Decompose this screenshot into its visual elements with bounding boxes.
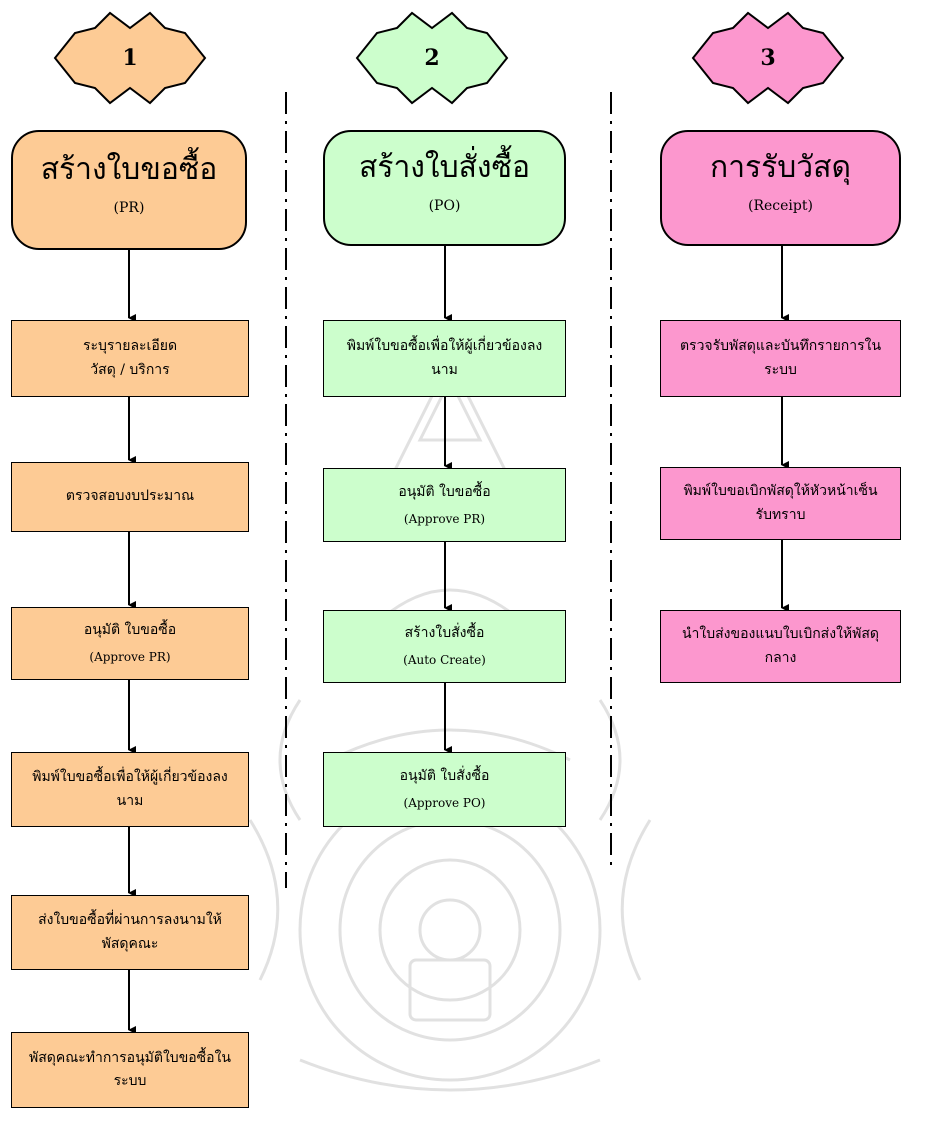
step-text: อนุมัติ ใบสั่งซื้อ [399, 768, 490, 785]
step-send-signed-pr: ส่งใบขอซื้อที่ผ่านการลงนามให้ พัสดุคณะ [11, 895, 249, 970]
step-text-line2: ระบบ [113, 1073, 147, 1089]
step-number-2: 2 [424, 45, 440, 71]
step-text: ระบุรายละเอียด [82, 338, 178, 355]
step-print-pr-for-signature: พิมพ์ใบขอซื้อเพื่อให้ผู้เกี่ยวข้องลง นาม [323, 320, 566, 397]
header-create-pr: สร้างใบขอซื้อ (PR) [11, 130, 247, 250]
step-text-line2: ระบบ [764, 361, 797, 378]
step-text: ส่งใบขอซื้อที่ผ่านการลงนามให้ [38, 912, 222, 929]
step-text: อนุมัติ ใบขอซื้อ [398, 483, 491, 500]
step-receive-and-record: ตรวจรับพัสดุและบันทึกรายการใน ระบบ [660, 320, 901, 397]
step-text: ตรวจรับพัสดุและบันทึกรายการใน [679, 338, 882, 355]
header-title: สร้างใบขอซื้อ [40, 151, 218, 187]
step-check-budget: ตรวจสอบงบประมาณ [11, 462, 249, 532]
step-text: พัสดุคณะทำการอนุมัติใบขอซื้อใน [28, 1049, 231, 1066]
step-approve-pr: อนุมัติ ใบขอซื้อ (Approve PR) [323, 468, 566, 542]
header-title: สร้างใบสั่งซื้อ [359, 149, 530, 185]
step-subtext: (Approve PR) [403, 511, 486, 526]
step-text: สร้างใบสั่งซื้อ [404, 625, 485, 642]
step-approve-po: อนุมัติ ใบสั่งซื้อ (Approve PO) [323, 752, 566, 827]
step-print-requisition: พิมพ์ใบขอเบิกพัสดุให้หัวหน้าเซ็น รับทราบ [660, 467, 901, 540]
step-text-line2: พัสดุคณะ [101, 935, 159, 952]
column-divider-1 [285, 92, 287, 888]
step-number-1: 1 [122, 45, 138, 71]
step-text-line2: กลาง [764, 649, 797, 666]
step-star-2 [355, 11, 509, 105]
step-specify-details: ระบุรายละเอียด วัสดุ / บริการ [11, 320, 249, 397]
step-approve-pr: อนุมัติ ใบขอซื้อ (Approve PR) [11, 607, 249, 680]
step-text: อนุมัติ ใบขอซื้อ [83, 622, 177, 639]
step-send-to-central-supply: นำใบส่งของแนบใบเบิกส่งให้พัสดุ กลาง [660, 610, 901, 683]
header-subtitle: (PO) [428, 197, 461, 214]
step-text: นำใบส่งของแนบใบเบิกส่งให้พัสดุ [681, 626, 879, 643]
step-text: พิมพ์ใบขอซื้อเพื่อให้ผู้เกี่ยวข้องลง [32, 769, 228, 786]
step-text-line2: นาม [116, 792, 144, 809]
header-title: การรับวัสดุ [710, 149, 851, 185]
header-subtitle: (Receipt) [748, 197, 813, 214]
step-text: พิมพ์ใบขอเบิกพัสดุให้หัวหน้าเซ็น [683, 483, 878, 500]
step-text-line2: วัสดุ / บริการ [90, 361, 170, 378]
header-receipt: การรับวัสดุ (Receipt) [660, 130, 901, 246]
step-text: พิมพ์ใบขอซื้อเพื่อให้ผู้เกี่ยวข้องลง [346, 338, 543, 355]
step-number-3: 3 [760, 45, 776, 71]
step-text: ตรวจสอบงบประมาณ [65, 488, 195, 505]
step-star-3 [691, 11, 845, 105]
step-print-pr-for-signature: พิมพ์ใบขอซื้อเพื่อให้ผู้เกี่ยวข้องลง นาม [11, 752, 249, 827]
step-subtext: (Approve PR) [89, 650, 171, 665]
header-create-po: สร้างใบสั่งซื้อ (PO) [323, 130, 566, 246]
step-text-line2: นาม [431, 361, 458, 378]
column-divider-2 [610, 92, 612, 870]
step-star-1 [53, 11, 207, 105]
step-subtext: (Approve PO) [403, 796, 486, 811]
step-auto-create-po: สร้างใบสั่งซื้อ (Auto Create) [323, 610, 566, 683]
step-text-line2: รับทราบ [755, 506, 806, 523]
step-faculty-approve-pr: พัสดุคณะทำการอนุมัติใบขอซื้อใน ระบบ [11, 1032, 249, 1108]
header-subtitle: (PR) [113, 199, 145, 216]
step-subtext: (Auto Create) [403, 653, 486, 668]
